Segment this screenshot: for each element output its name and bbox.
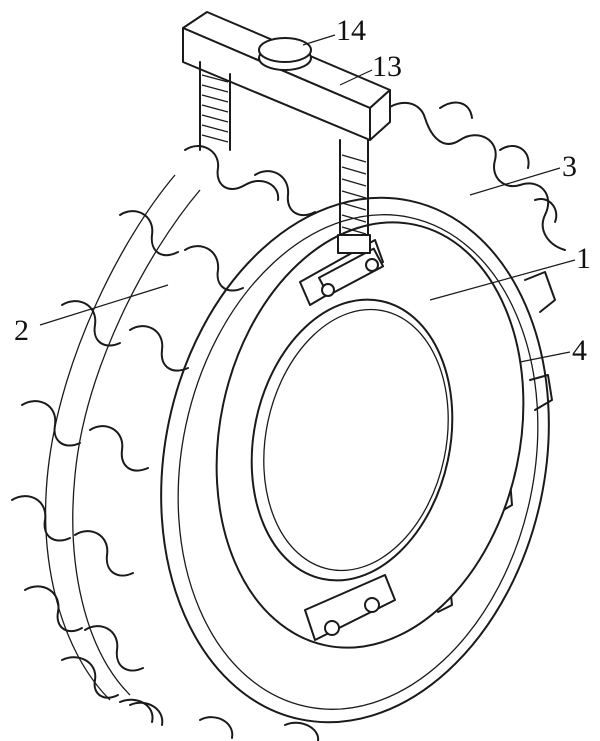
- label-part-3: 3: [562, 150, 577, 183]
- lower-clamp: [304, 574, 396, 641]
- flange-ring: [160, 196, 550, 724]
- label-part-14: 14: [336, 14, 366, 47]
- left-spring: [199, 61, 231, 151]
- front-sprocket: [74, 170, 320, 741]
- label-part-4: 4: [572, 334, 587, 367]
- label-part-13: 13: [372, 50, 402, 83]
- middle-sprocket: [11, 145, 280, 723]
- leader-lines: [39, 34, 576, 363]
- label-part-1: 1: [576, 242, 591, 275]
- front-plate: [215, 221, 525, 649]
- right-spring: [337, 139, 371, 254]
- label-part-2: 2: [14, 314, 29, 347]
- knob: [258, 37, 312, 71]
